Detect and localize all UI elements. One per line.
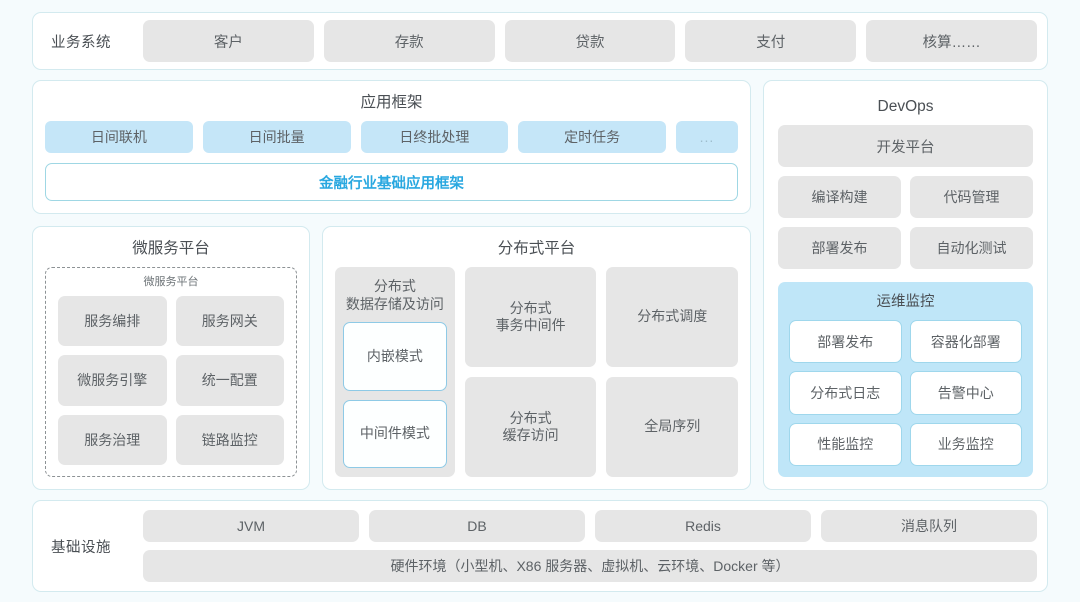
global-sequence-cell[interactable]: 全局序列 [606, 377, 738, 477]
ops-monitoring-grid: 部署发布 容器化部署 分布式日志 告警中心 性能监控 业务监控 [789, 320, 1022, 466]
ops-item-2[interactable]: 分布式日志 [789, 371, 902, 415]
microservice-item-3[interactable]: 统一配置 [175, 355, 284, 406]
distributed-data-storage-cell[interactable]: 分布式 数据存储及访问 内嵌模式 中间件模式 [335, 267, 455, 477]
distributed-data-storage-head: 分布式 数据存储及访问 [346, 278, 444, 313]
storage-mode-middleware[interactable]: 中间件模式 [343, 399, 447, 468]
microservice-item-0[interactable]: 服务编排 [58, 296, 167, 347]
devops-title: DevOps [877, 98, 934, 115]
platform-split-row: 微服务平台 微服务平台 服务编排 服务网关 微服务引擎 统一配置 服务治理 链路… [32, 226, 751, 490]
ops-monitoring-title: 运维监控 [876, 294, 935, 310]
base-application-framework-bar[interactable]: 金融行业基础应用框架 [45, 163, 738, 201]
infrastructure-panel: 基础设施 JVM DB Redis 消息队列 硬件环境（小型机、X86 服务器、… [32, 500, 1048, 592]
application-framework-chip-list: 日间联机 日间批量 日终批处理 定时任务 ... [45, 121, 738, 153]
distributed-data-storage-head-line2: 数据存储及访问 [345, 295, 444, 312]
middle-area: 应用框架 日间联机 日间批量 日终批处理 定时任务 ... 金融行业基础应用框架… [32, 80, 1048, 490]
app-framework-item-3[interactable]: 定时任务 [518, 121, 666, 153]
microservice-item-2[interactable]: 微服务引擎 [58, 355, 167, 406]
devops-development-platform[interactable]: 开发平台 [778, 125, 1033, 167]
microservice-item-5[interactable]: 链路监控 [175, 414, 284, 465]
ops-item-4[interactable]: 性能监控 [789, 422, 902, 466]
business-systems-panel: 业务系统 客户 存款 贷款 支付 核算…… [32, 12, 1048, 70]
business-system-item-1[interactable]: 存款 [323, 20, 495, 62]
application-framework-panel: 应用框架 日间联机 日间批量 日终批处理 定时任务 ... 金融行业基础应用框架 [32, 80, 751, 214]
infrastructure-hardware-bar[interactable]: 硬件环境（小型机、X86 服务器、虚拟机、云环境、Docker 等） [143, 550, 1037, 582]
distributed-scheduling-label: 分布式调度 [637, 308, 708, 325]
devops-item-deploy-release[interactable]: 部署发布 [778, 227, 901, 269]
app-framework-more-item[interactable]: ... [676, 121, 738, 153]
microservice-item-1[interactable]: 服务网关 [175, 296, 284, 347]
app-framework-item-2[interactable]: 日终批处理 [360, 121, 509, 153]
devops-item-build[interactable]: 编译构建 [778, 176, 901, 218]
distributed-transaction-middleware-line1: 分布式 [509, 299, 552, 316]
distributed-scheduling-cell[interactable]: 分布式调度 [606, 267, 738, 367]
distributed-platform-panel: 分布式平台 分布式 数据存储及访问 内嵌模式 中间件模式 [322, 226, 751, 490]
infrastructure-chip-list: JVM DB Redis 消息队列 [143, 510, 1037, 542]
business-systems-chip-list: 客户 存款 贷款 支付 核算…… [143, 20, 1037, 62]
ops-item-0[interactable]: 部署发布 [789, 320, 902, 364]
infrastructure-stack: JVM DB Redis 消息队列 硬件环境（小型机、X86 服务器、虚拟机、云… [143, 510, 1037, 582]
ops-item-5[interactable]: 业务监控 [909, 422, 1022, 466]
storage-mode-embedded[interactable]: 内嵌模式 [343, 322, 447, 391]
microservice-item-4[interactable]: 服务治理 [58, 414, 167, 465]
microservice-platform-inner-box: 微服务平台 服务编排 服务网关 微服务引擎 统一配置 服务治理 链路监控 [45, 267, 297, 477]
platform-column: 应用框架 日间联机 日间批量 日终批处理 定时任务 ... 金融行业基础应用框架… [32, 80, 751, 490]
ops-monitoring-panel: 运维监控 部署发布 容器化部署 分布式日志 告警中心 性能监控 业务监控 [778, 282, 1033, 477]
distributed-item-grid: 分布式 数据存储及访问 内嵌模式 中间件模式 分布式 事务中间件 [335, 267, 738, 477]
business-system-item-2[interactable]: 贷款 [504, 20, 676, 62]
app-framework-item-1[interactable]: 日间批量 [202, 121, 351, 153]
devops-item-automated-testing[interactable]: 自动化测试 [910, 227, 1033, 269]
business-system-item-0[interactable]: 客户 [143, 20, 314, 62]
infrastructure-item-db[interactable]: DB [369, 510, 585, 542]
microservice-item-grid: 服务编排 服务网关 微服务引擎 统一配置 服务治理 链路监控 [58, 296, 284, 465]
devops-item-code-management[interactable]: 代码管理 [910, 176, 1033, 218]
distributed-cache-access-line2: 缓存访问 [502, 427, 559, 443]
distributed-transaction-middleware-line2: 事务中间件 [495, 317, 566, 333]
infrastructure-item-redis[interactable]: Redis [595, 510, 811, 542]
business-system-item-4[interactable]: 核算…… [866, 20, 1037, 62]
global-sequence-label: 全局序列 [644, 418, 701, 435]
microservice-platform-inner-title: 微服务平台 [143, 276, 199, 288]
microservice-platform-panel: 微服务平台 微服务平台 服务编排 服务网关 微服务引擎 统一配置 服务治理 链路… [32, 226, 310, 490]
business-systems-label: 业务系统 [51, 34, 111, 51]
distributed-transaction-middleware-cell[interactable]: 分布式 事务中间件 [464, 267, 597, 367]
application-framework-title: 应用框架 [360, 94, 423, 111]
app-framework-item-0[interactable]: 日间联机 [45, 121, 193, 153]
business-system-item-3[interactable]: 支付 [685, 20, 857, 62]
infrastructure-label: 基础设施 [51, 539, 111, 556]
ops-item-3[interactable]: 告警中心 [909, 371, 1022, 415]
distributed-cache-access-line1: 分布式 [509, 409, 552, 426]
distributed-data-storage-head-line1: 分布式 [373, 278, 416, 294]
infrastructure-item-message-queue[interactable]: 消息队列 [821, 510, 1037, 542]
devops-panel: DevOps 开发平台 编译构建 代码管理 部署发布 自动化测试 运维监控 部署… [763, 80, 1048, 490]
distributed-cache-access-cell[interactable]: 分布式 缓存访问 [464, 377, 597, 477]
microservice-platform-title: 微服务平台 [132, 240, 210, 257]
devops-pair-row-1: 部署发布 自动化测试 [778, 227, 1033, 269]
devops-pair-row-0: 编译构建 代码管理 [778, 176, 1033, 218]
infrastructure-item-jvm[interactable]: JVM [143, 510, 359, 542]
distributed-platform-title: 分布式平台 [497, 240, 576, 257]
devops-stack: 开发平台 编译构建 代码管理 部署发布 自动化测试 运维监控 部署发布 容器化部… [778, 125, 1033, 477]
ops-item-1[interactable]: 容器化部署 [909, 320, 1022, 364]
